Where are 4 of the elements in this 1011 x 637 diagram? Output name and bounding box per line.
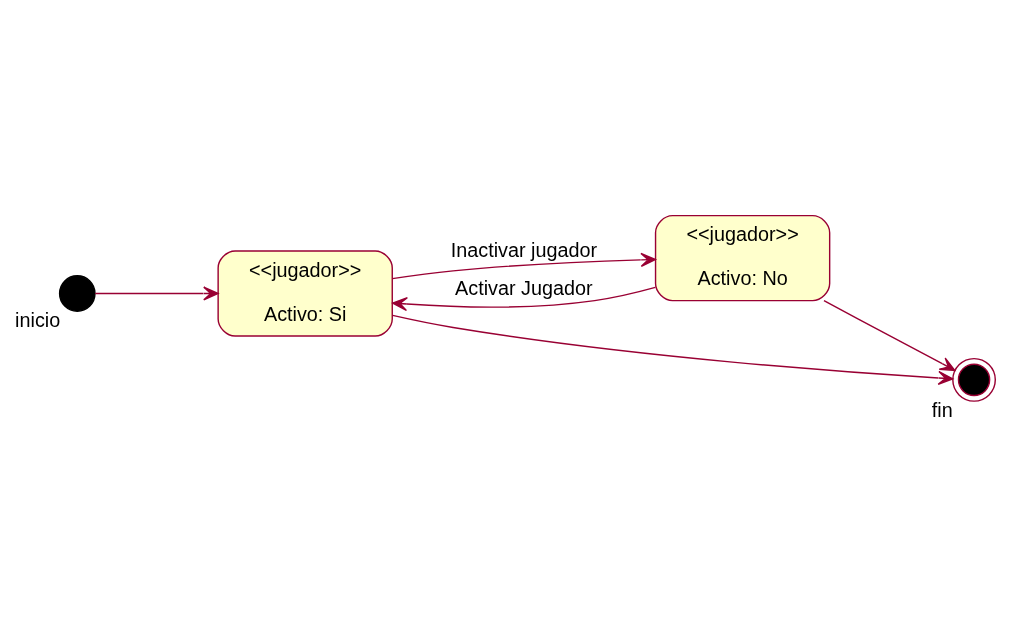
- edge-label: Inactivar jugador: [450, 238, 598, 261]
- node-label: inicio: [15, 308, 61, 331]
- edge-label: Activar Jugador: [455, 276, 593, 299]
- node-label: fin: [931, 398, 953, 421]
